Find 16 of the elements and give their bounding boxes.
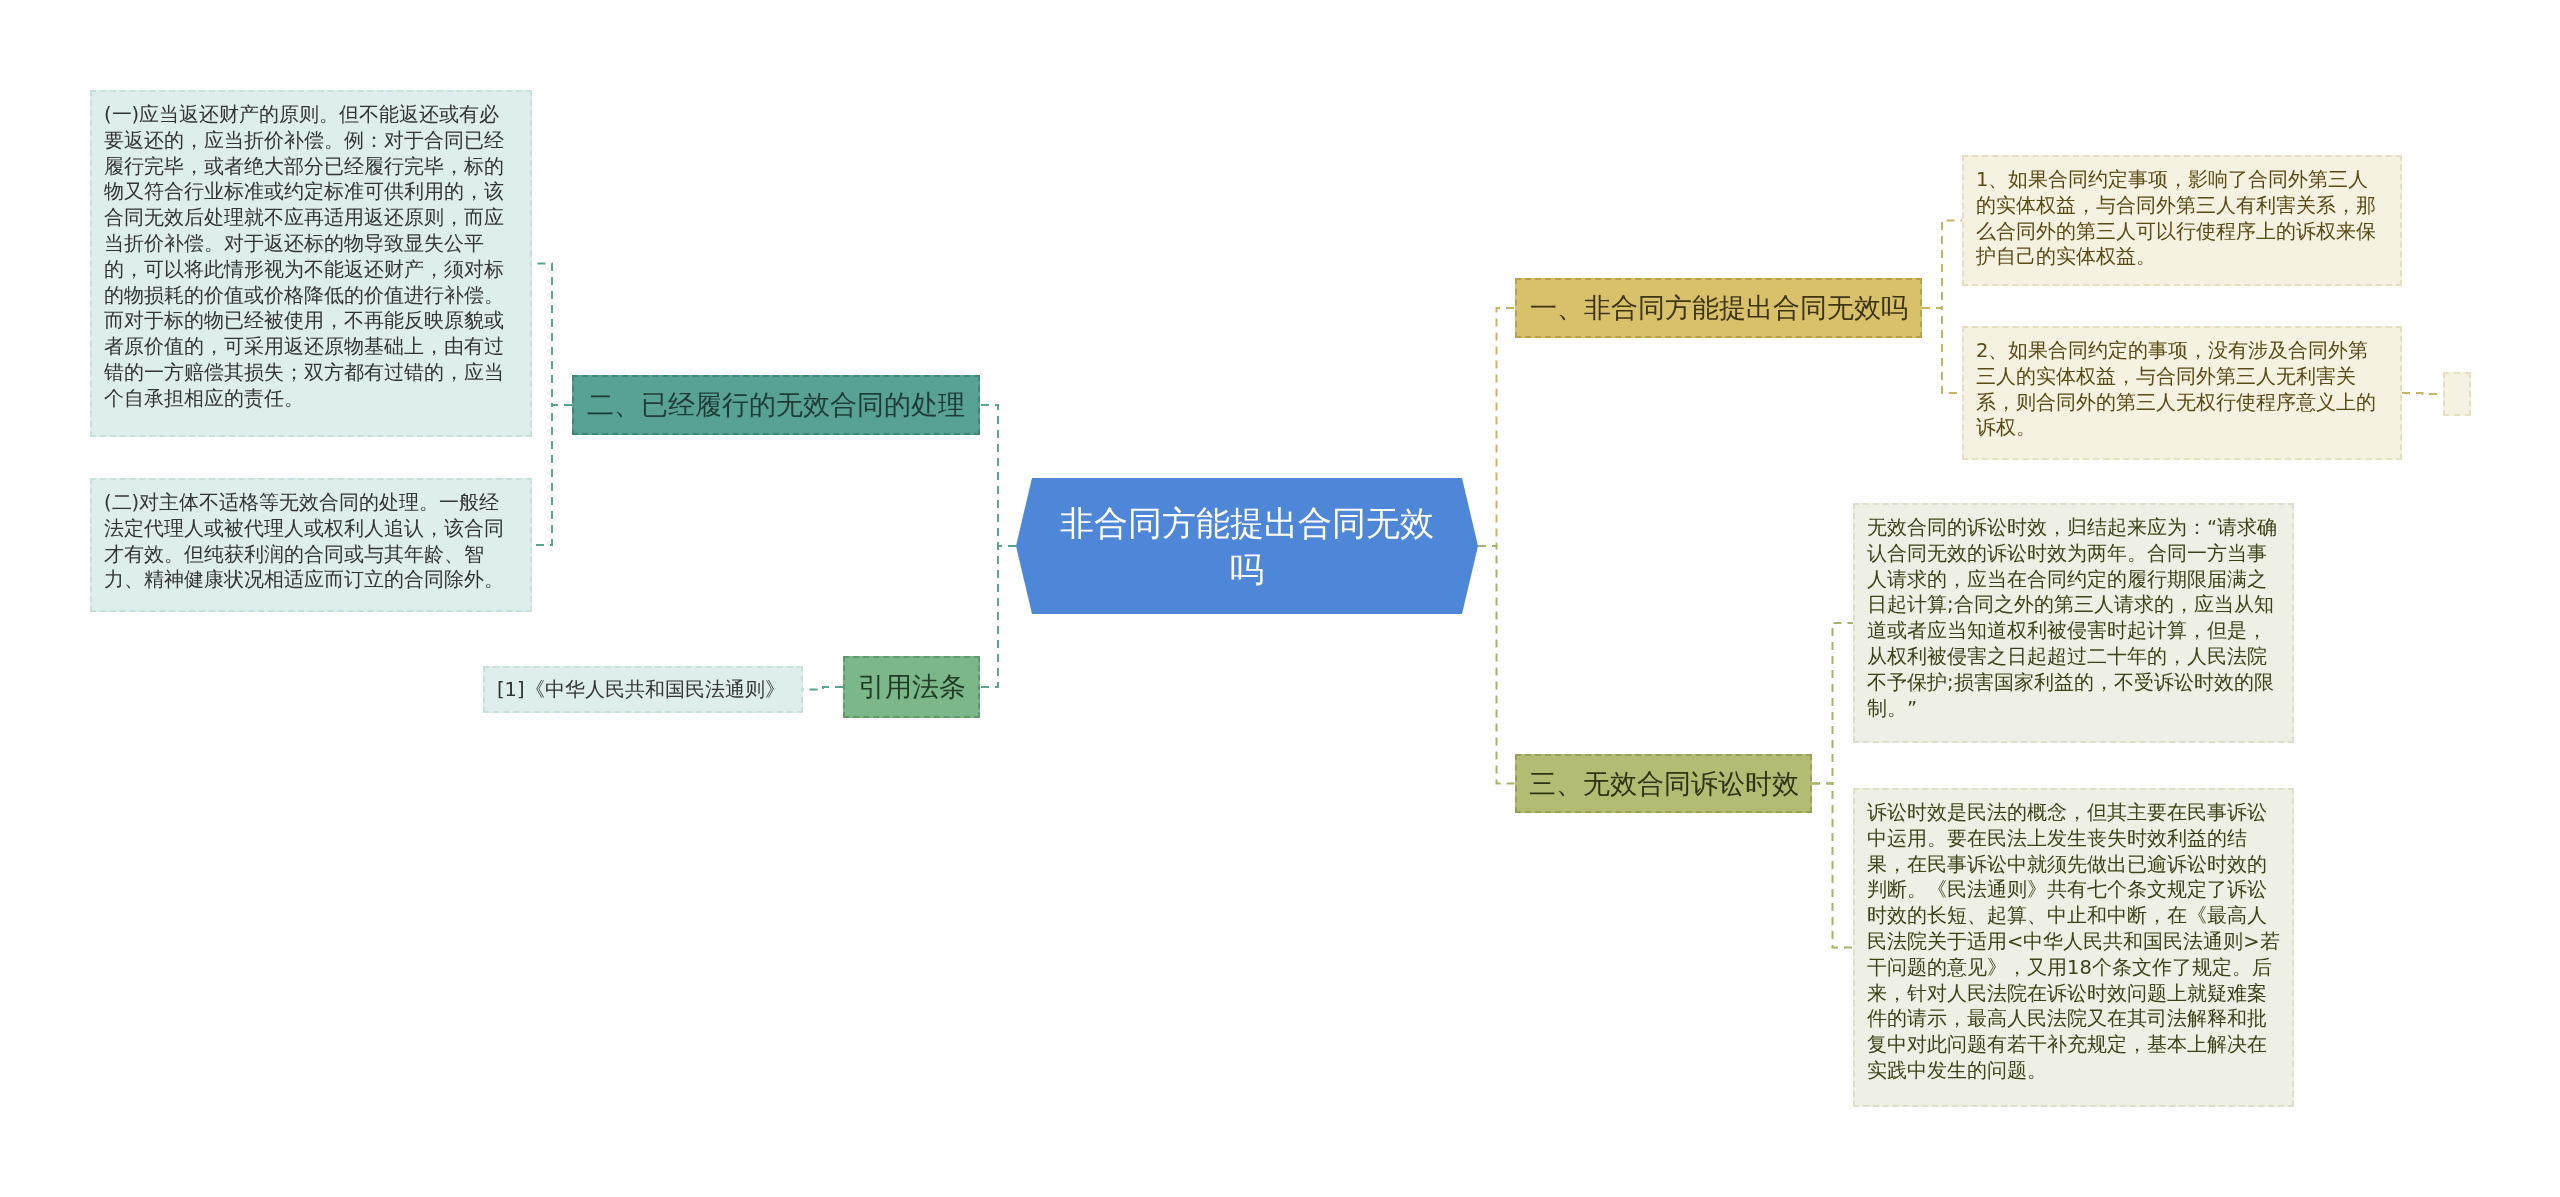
- connector-line: [979, 545, 1017, 688]
- note-box: 诉讼时效是民法的概念，但其主要在民事诉讼中运用。要在民法上发生丧失时效利益的结果，在民事诉讼中就须先做出已逾诉讼时效的判断。《民法通则》共有七个条文规定了诉讼时效的长短、起算、中止和中断，在《最高人民法院关于适用<中华人民共和国民法通则>若干问题的意见》，又用18个条文作了规定。后来，针对人民法院在诉讼时效问题上就疑难案件的请示，最高人民法院又在其司法解释和批复中对此问题有若干补充规定，基本上解决在实践中发生的问题。: [1853, 788, 2294, 1107]
- topic-box: 三、无效合同诉讼时效: [1515, 754, 1812, 813]
- topic-box: 引用法条: [843, 656, 980, 718]
- note-box: [1]《中华人民共和国民法通则》: [483, 666, 803, 713]
- central-topic: 非合同方能提出合同无效吗: [1016, 478, 1478, 614]
- note-box: 1、如果合同约定事项，影响了合同外第三人的实体权益，与合同外第三人有利害关系，那么合同外的第三人可以行使程序上的诉权来保护自己的实体权益。: [1962, 155, 2402, 286]
- connector-line: [1477, 545, 1516, 785]
- empty-box: [2443, 372, 2471, 416]
- note-box: 2、如果合同约定的事项，没有涉及合同外第三人的实体权益，与合同外第三人无利害关系，则合同外的第三人无权行使程序意义上的诉权。: [1962, 326, 2402, 460]
- topic-box: 一、非合同方能提出合同无效吗: [1515, 278, 1922, 338]
- note-box: (一)应当返还财产的原则。但不能返还或有必要返还的，应当折价补偿。例：对于合同已经履行完毕，或者绝大部分已经履行完毕，标的物又符合行业标准或约定标准可供利用的，该合同无效后处理就不应再适用返还原则，而应当折价补偿。对于返还标的物导致显失公平的，可以将此情形视为不能返还财产，须对标的物损耗的价值或价格降低的价值进行补偿。而对于标的物已经被使用，不再能反映原貌或者原价值的，可采用返还原物基础上，由有过错的一方赔偿其损失；双方都有过错的，应当个自承担相应的责任。: [90, 90, 532, 437]
- note-box: 无效合同的诉讼时效，归结起来应为：“请求确认合同无效的诉讼时效为两年。合同一方当事人请求的，应当在合同约定的履行期限届满之日起计算;合同之外的第三人请求的，应当从知道或者应当知道权利被侵害时起计算，但是，从权利被侵害之日起超过二十年的，人民法院不予保护;损害国家利益的，不受诉讼时效的限制。”: [1853, 503, 2294, 743]
- note-box: (二)对主体不适格等无效合同的处理。一般经法定代理人或被代理人或权利人追认，该合同才有效。但纯获利润的合同或与其年龄、智力、精神健康状况相适应而订立的合同除外。: [90, 478, 532, 612]
- topic-box: 二、已经履行的无效合同的处理: [572, 375, 980, 435]
- connector-line: [1811, 782, 1854, 949]
